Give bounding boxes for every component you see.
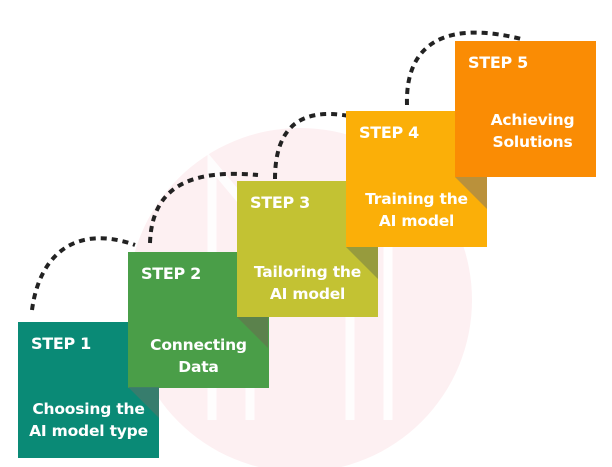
step-1-desc-line1: Choosing the [32, 400, 145, 418]
step-2-desc-line1: Connecting [150, 336, 247, 354]
step-3-desc-line2: AI model [269, 285, 346, 303]
step-2-label: STEP 2 [141, 264, 201, 283]
step-3-desc-line1: Tailoring the [253, 263, 362, 281]
step-5-card: STEP 5 Achieving Solutions [455, 41, 596, 177]
step-1-desc-line2: AI model type [29, 422, 148, 440]
step-4-desc-line2: AI model [378, 212, 455, 230]
step-4-description: Training the AI model [346, 188, 487, 232]
step-3-label: STEP 3 [250, 193, 310, 212]
step-1-card: STEP 1 Choosing the AI model type [18, 322, 159, 458]
step-5-label: STEP 5 [468, 53, 528, 72]
step-5-desc-line2: Solutions [492, 133, 573, 151]
step-4-label: STEP 4 [359, 123, 419, 142]
step-1-description: Choosing the AI model type [18, 398, 159, 442]
connector-arcs [30, 30, 526, 311]
connector-arc-1-2 [30, 236, 136, 311]
step-5-desc-line1: Achieving [490, 111, 575, 129]
step-2-desc-line2: Data [178, 358, 219, 376]
step-1-label: STEP 1 [31, 334, 91, 353]
connector-arc-3-4 [273, 112, 396, 180]
step-4-desc-line1: Training the [365, 190, 468, 208]
step-5-description: Achieving Solutions [469, 109, 596, 153]
connector-arc-2-3 [148, 171, 259, 244]
step-3-description: Tailoring the AI model [237, 261, 378, 305]
step-2-description: Connecting Data [128, 334, 269, 378]
